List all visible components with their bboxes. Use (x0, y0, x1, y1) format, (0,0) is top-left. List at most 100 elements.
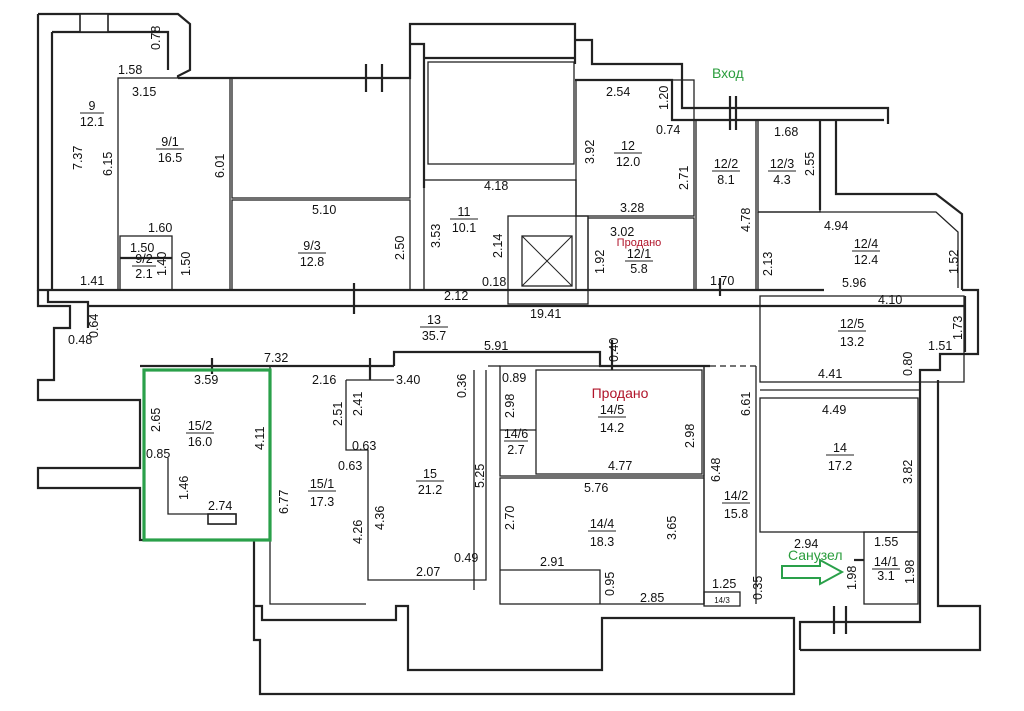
dimension-label: 2.98 (683, 424, 697, 448)
dimension-label: 0.95 (603, 572, 617, 596)
dimension-label: 2.07 (416, 565, 440, 579)
room-area: 8.1 (717, 173, 734, 187)
room-id: 14/3 (714, 596, 730, 605)
room-id: 9/2 (135, 252, 152, 266)
dimension-label: 2.74 (208, 499, 232, 513)
room-area: 10.1 (452, 221, 476, 235)
dimension-label: 5.10 (312, 203, 336, 217)
dimension-label: 3.02 (610, 225, 634, 239)
dimension-label: 1.55 (874, 535, 898, 549)
window-frame (79, 13, 109, 33)
dimension-label: 4.11 (253, 427, 267, 450)
dimension-label: 4.49 (822, 403, 846, 417)
dimension-label: 4.26 (351, 520, 365, 544)
highlighted-room-15-2[interactable] (142, 368, 272, 542)
dimension-label: 0.35 (751, 576, 765, 600)
room-area: 12.8 (300, 255, 324, 269)
dimension-label: 5.96 (842, 276, 866, 290)
room-area: 12.4 (854, 253, 878, 267)
room-id: 12/3 (770, 157, 794, 171)
dimension-label: 2.98 (503, 394, 517, 418)
dimension-label: 0.63 (338, 459, 362, 473)
dimension-label: 1.20 (657, 86, 671, 110)
room-id: 12/2 (714, 157, 738, 171)
dimension-label: 1.70 (710, 274, 734, 288)
room-area: 2.1 (135, 267, 152, 281)
room-id: 15/2 (188, 419, 212, 433)
interior-walls-bottom (167, 295, 965, 634)
dimension-label: 6.77 (277, 490, 291, 514)
room-area: 13.2 (840, 335, 864, 349)
room-area: 17.2 (828, 459, 852, 473)
dimension-labels: 1.58 3.15 1.60 1.50 1.41 5.10 4.18 0.18 … (68, 26, 965, 605)
dimension-label: 1.52 (947, 250, 961, 274)
dimension-label: 2.70 (503, 506, 517, 530)
bathroom-label: Санузел (788, 547, 843, 563)
dimension-label: 0.63 (352, 439, 376, 453)
dimension-label: 1.46 (177, 476, 191, 500)
dimension-label: 1.41 (80, 274, 104, 288)
room-id: 12 (621, 139, 635, 153)
dimension-label: 3.82 (901, 460, 915, 484)
dimension-label: 4.78 (739, 208, 753, 232)
dimension-label: 4.77 (608, 459, 632, 473)
dimension-label: 2.54 (606, 85, 630, 99)
dimension-label: 6.48 (709, 458, 723, 482)
room-area: 18.3 (590, 535, 614, 549)
dimension-label: 0.36 (455, 374, 469, 398)
room-area: 14.2 (600, 421, 624, 435)
room-id: 11 (458, 205, 471, 219)
dimension-label: 5.91 (484, 339, 508, 353)
dimension-label: 0.74 (656, 123, 680, 137)
dimension-label: 2.14 (491, 234, 505, 258)
dimension-label: 3.53 (429, 224, 443, 248)
room-area: 2.7 (507, 443, 524, 457)
dimension-label: 2.94 (794, 537, 818, 551)
room-id: 14/5 (600, 403, 624, 417)
dimension-label: 4.41 (818, 367, 842, 381)
dimension-label: 0.64 (87, 314, 101, 338)
corridor-walls (48, 288, 965, 368)
dimension-label: 2.65 (149, 408, 163, 432)
room-id: 12/4 (854, 237, 878, 251)
dimension-label: 1.98 (903, 560, 917, 584)
room-area: 17.3 (310, 495, 334, 509)
dimension-label: 1.51 (928, 339, 952, 353)
room-id: 9/1 (161, 135, 178, 149)
dimension-label: 4.36 (373, 506, 387, 530)
room-area: 16.0 (188, 435, 212, 449)
room-area: 21.2 (418, 483, 442, 497)
dimension-label: 0.48 (68, 333, 92, 347)
dimension-label: 2.16 (312, 373, 336, 387)
dimension-label: 2.50 (393, 236, 407, 260)
dimension-label: 3.59 (194, 373, 218, 387)
dimension-label: 1.92 (593, 250, 607, 274)
dimension-label: 2.41 (351, 392, 365, 416)
dimension-label: 1.98 (845, 566, 859, 590)
room-id: 14 (833, 441, 847, 455)
dimension-label: 2.13 (761, 252, 775, 276)
dimension-label: 1.25 (712, 577, 736, 591)
dimension-label: 1.50 (179, 252, 193, 276)
room-area: 35.7 (422, 329, 446, 343)
dimension-label: 2.51 (331, 402, 345, 426)
dimension-label: 3.40 (396, 373, 420, 387)
dimension-label: 6.01 (213, 154, 227, 178)
dimension-label: 0.18 (482, 275, 506, 289)
room-id: 12/5 (840, 317, 864, 331)
room-id: 15/1 (310, 477, 334, 491)
dimension-label: 3.28 (620, 201, 644, 215)
room-area: 15.8 (724, 507, 748, 521)
dimension-label: 4.94 (824, 219, 848, 233)
window-frame (207, 513, 237, 525)
dimension-label: 2.55 (803, 152, 817, 176)
dimension-label: 0.80 (901, 352, 915, 376)
dimension-label: 5.25 (473, 464, 487, 488)
dimension-label: 1.58 (118, 63, 142, 77)
dimension-label: 19.41 (530, 307, 561, 321)
room-id: 14/6 (504, 427, 528, 441)
dimension-label: 0.89 (502, 371, 526, 385)
arrow-right-icon (781, 558, 845, 586)
dimension-label: 4.18 (484, 179, 508, 193)
